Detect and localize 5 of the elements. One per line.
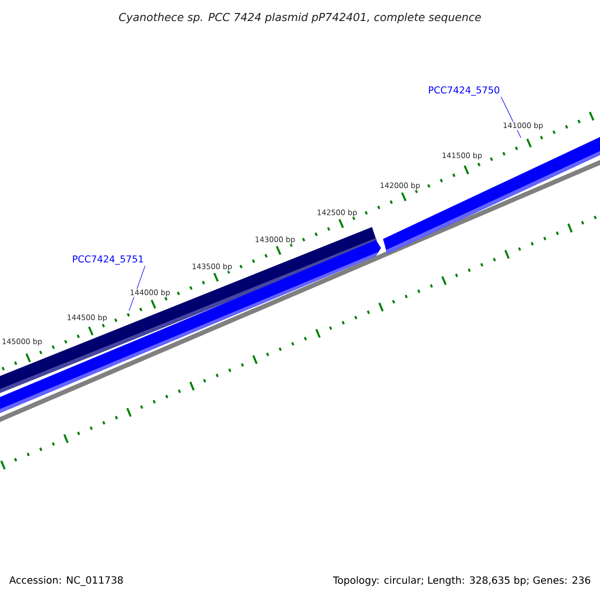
gene-label: PCC7424_5751 bbox=[73, 255, 144, 265]
title: Cyanothece sp. PCC 7424 plasmid pP742401, complete sequence bbox=[119, 12, 481, 24]
info-text: Topology: circular; Length: 328,635 bp; Genes: 236 bbox=[332, 576, 590, 586]
gene-label: PCC7424_5750 bbox=[429, 86, 500, 96]
info-text: Accession: NC_011738 bbox=[9, 576, 123, 586]
